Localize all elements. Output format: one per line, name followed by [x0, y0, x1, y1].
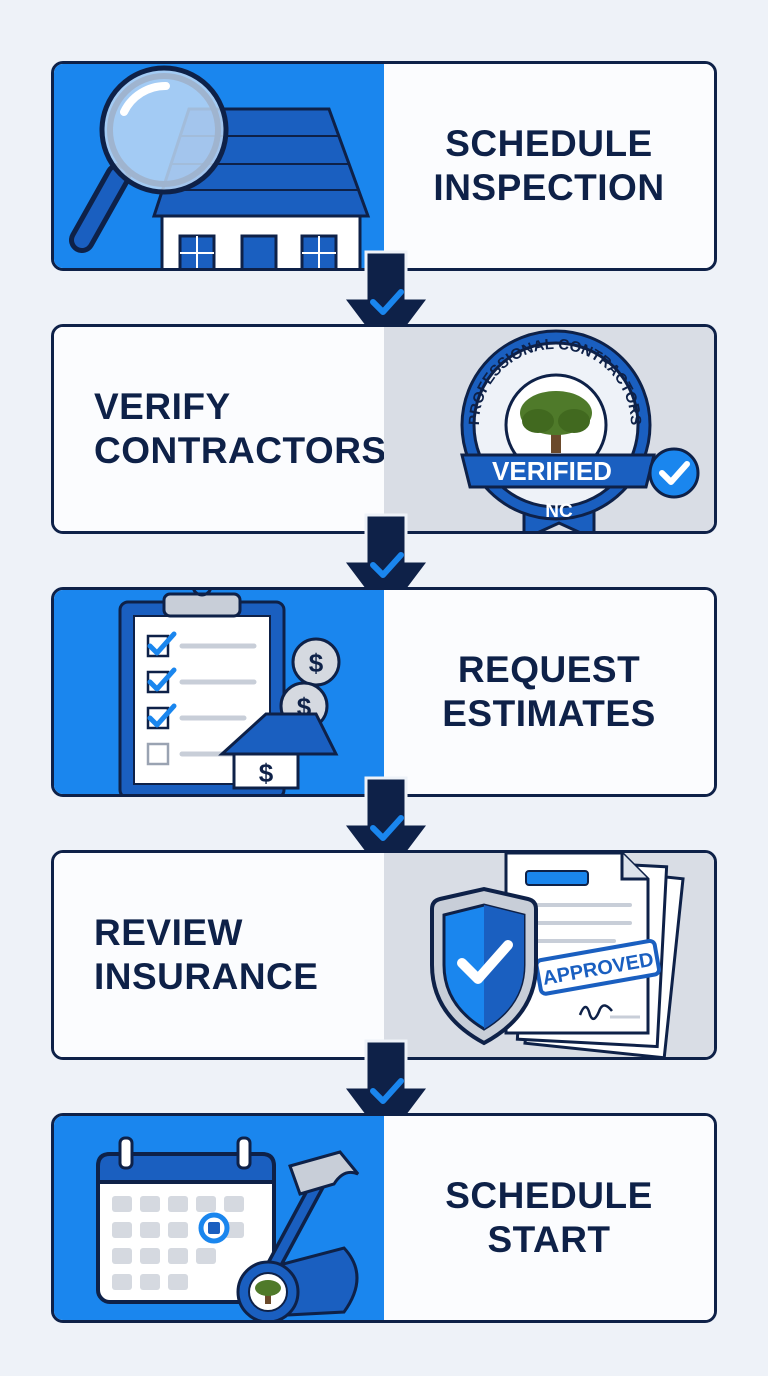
step-5-label-panel: SCHEDULE START: [384, 1116, 714, 1320]
step-schedule-start: SCHEDULE START: [51, 1113, 717, 1323]
step-4-illustration-panel: APPROVED: [384, 853, 714, 1057]
step-request-estimates: $ $ $ REQUEST ESTIMATES: [51, 587, 717, 797]
verified-badge-icon: PROFESSIONAL CONTRACTORS VERIFIED NC: [460, 329, 700, 531]
step-4-title: REVIEW INSURANCE: [94, 912, 319, 997]
svg-text:$: $: [309, 648, 324, 678]
step-4-label-panel: REVIEW INSURANCE: [54, 853, 384, 1057]
step-verify-contractors: VERIFY CONTRACTORS PROFESSIONAL CONTRACT…: [51, 324, 717, 534]
step-2-illustration-panel: PROFESSIONAL CONTRACTORS VERIFIED NC: [384, 327, 714, 531]
step-2-label-panel: VERIFY CONTRACTORS: [54, 327, 387, 531]
house-inspection-magnifier-icon: [69, 65, 371, 268]
step-3-illustration-panel: $ $ $: [54, 590, 384, 794]
step-5-illustration-panel: [54, 1116, 384, 1320]
step-3-label-panel: REQUEST ESTIMATES: [384, 590, 714, 794]
step-1-label-panel: SCHEDULE INSPECTION: [384, 64, 714, 268]
step-review-insurance: REVIEW INSURANCE APPROVED: [51, 850, 717, 1060]
badge-ribbon-text: VERIFIED: [492, 456, 612, 486]
svg-text:$: $: [259, 758, 274, 788]
step-2-title: VERIFY CONTRACTORS: [94, 386, 387, 471]
badge-tag-text: NC: [545, 501, 573, 522]
step-1-title: SCHEDULE INSPECTION: [433, 123, 665, 208]
step-3-title: REQUEST ESTIMATES: [442, 649, 656, 734]
insurance-shield-icon: APPROVED: [430, 853, 685, 1057]
step-5-title: SCHEDULE START: [445, 1175, 653, 1260]
step-schedule-inspection: SCHEDULE INSPECTION: [51, 61, 717, 271]
clipboard-estimate-icon: $ $ $: [118, 590, 341, 794]
step-1-illustration-panel: [54, 64, 384, 268]
calendar-hammer-icon: [96, 1136, 360, 1320]
